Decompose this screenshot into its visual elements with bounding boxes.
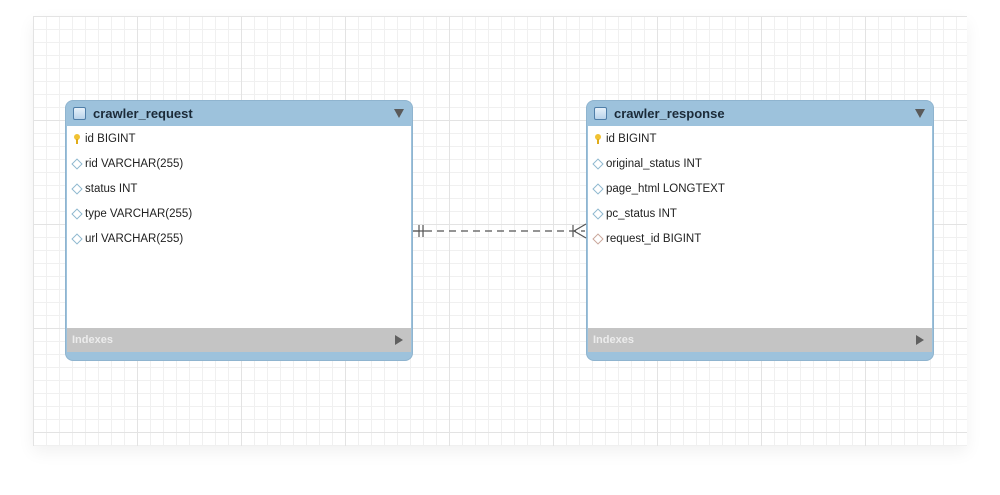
- column-label: id BIGINT: [606, 132, 657, 145]
- column-label: status INT: [85, 182, 138, 195]
- column-label: page_html LONGTEXT: [606, 182, 725, 195]
- column-row[interactable]: request_id BIGINT: [588, 226, 932, 251]
- primary-key-icon: [74, 134, 80, 144]
- primary-key-icon: [595, 134, 601, 144]
- expand-arrow-icon[interactable]: [395, 335, 403, 345]
- column-label: pc_status INT: [606, 207, 677, 220]
- column-row[interactable]: rid VARCHAR(255): [67, 151, 411, 176]
- column-row[interactable]: page_html LONGTEXT: [588, 176, 932, 201]
- column-row[interactable]: original_status INT: [588, 151, 932, 176]
- table-header[interactable]: crawler_request: [66, 101, 412, 126]
- table-icon: [73, 107, 86, 120]
- column-row[interactable]: url VARCHAR(255): [67, 226, 411, 251]
- column-label: request_id BIGINT: [606, 232, 702, 245]
- indexes-label: Indexes: [72, 334, 113, 346]
- column-row[interactable]: pc_status INT: [588, 201, 932, 226]
- column-row[interactable]: status INT: [67, 176, 411, 201]
- table-crawler-response[interactable]: crawler_response id BIGINT original_stat…: [587, 101, 933, 360]
- collapse-arrow-icon[interactable]: [915, 109, 925, 118]
- columns-list: id BIGINT original_status INT page_html …: [588, 126, 932, 328]
- indexes-label: Indexes: [593, 334, 634, 346]
- crowfoot-upper: [573, 223, 587, 232]
- crowfoot-lower: [573, 230, 587, 239]
- column-label: url VARCHAR(255): [85, 232, 184, 245]
- table-crawler-request[interactable]: crawler_request id BIGINT rid VARCHAR(25…: [66, 101, 412, 360]
- column-label: original_status INT: [606, 157, 702, 170]
- table-header[interactable]: crawler_response: [587, 101, 933, 126]
- collapse-arrow-icon[interactable]: [394, 109, 404, 118]
- expand-arrow-icon[interactable]: [916, 335, 924, 345]
- column-row[interactable]: id BIGINT: [67, 126, 411, 151]
- indexes-section[interactable]: Indexes: [67, 328, 411, 352]
- table-title: crawler_request: [93, 106, 193, 121]
- column-row[interactable]: id BIGINT: [588, 126, 932, 151]
- column-label: rid VARCHAR(255): [85, 157, 184, 170]
- column-label: id BIGINT: [85, 132, 136, 145]
- columns-list: id BIGINT rid VARCHAR(255) status INT ty…: [67, 126, 411, 328]
- indexes-section[interactable]: Indexes: [588, 328, 932, 352]
- column-row[interactable]: type VARCHAR(255): [67, 201, 411, 226]
- column-label: type VARCHAR(255): [85, 207, 193, 220]
- table-icon: [594, 107, 607, 120]
- table-title: crawler_response: [614, 106, 725, 121]
